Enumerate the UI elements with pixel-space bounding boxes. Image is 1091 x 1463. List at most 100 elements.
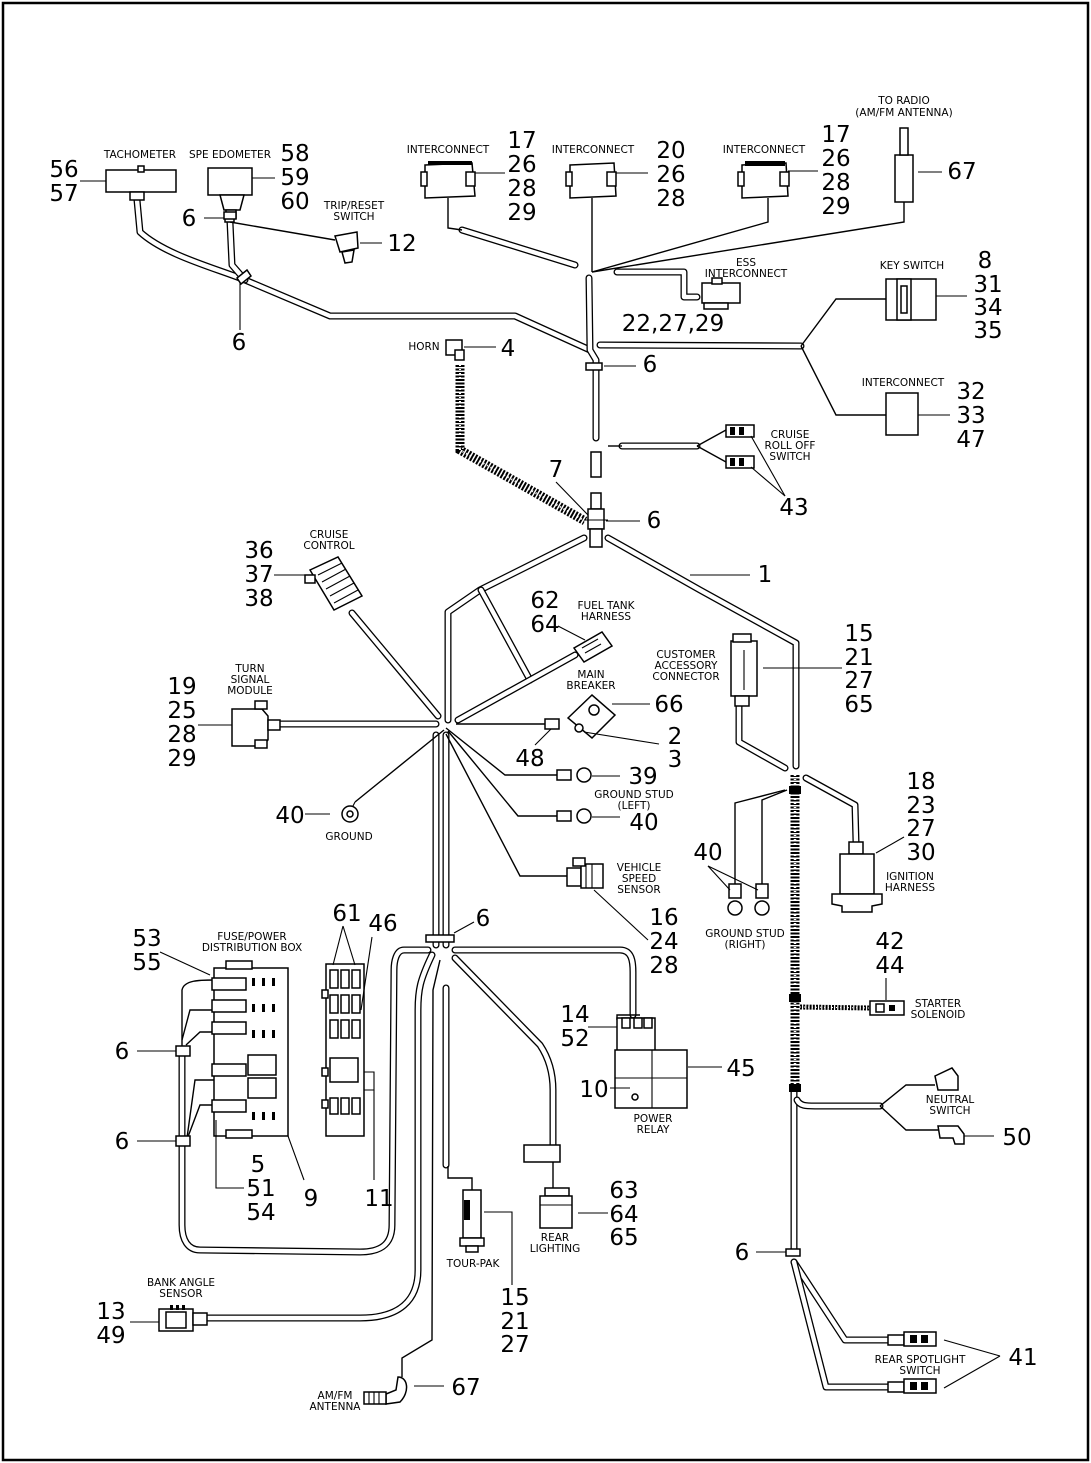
callout-fb-5: 5 <box>251 1152 266 1178</box>
ess-label-1: ESS <box>736 257 756 269</box>
callout-st-44: 44 <box>875 953 904 979</box>
callout-st-42: 42 <box>875 929 904 955</box>
ess-label-2: INTERCONNECT <box>705 268 788 280</box>
callout-6-horn: 6 <box>643 352 658 378</box>
leader-lines <box>80 170 1001 1389</box>
to-radio-label-1: TO RADIO <box>877 95 930 107</box>
cruise-control-label-2: CONTROL <box>303 540 354 552</box>
callout-67-top: 67 <box>947 159 976 185</box>
starter-label-1: STARTER <box>915 998 961 1010</box>
callout-66: 66 <box>654 692 683 718</box>
horn-loom <box>455 365 588 525</box>
callout-ts-19: 19 <box>167 674 196 700</box>
callout-numbers: 56 57 58 59 60 6 12 6 17 26 28 29 20 26 … <box>49 122 1037 1401</box>
callout-6-fusebox-2: 6 <box>115 1129 130 1155</box>
callout-cc-36: 36 <box>244 538 273 564</box>
callout-58: 58 <box>280 141 309 167</box>
callout-fb-53: 53 <box>132 926 161 952</box>
components <box>105 127 965 1405</box>
interconnect-2-connector <box>565 162 617 199</box>
fuel-tank-label-1: FUEL TANK <box>577 600 635 612</box>
callout-tp-15: 15 <box>500 1285 529 1311</box>
callout-6-center: 6 <box>647 508 662 534</box>
callout-12: 12 <box>387 231 416 257</box>
ignition-harness-connector <box>831 841 883 913</box>
harness-bundles <box>133 196 892 1391</box>
callout-56: 56 <box>49 157 78 183</box>
callout-rl-64: 64 <box>609 1202 638 1228</box>
callout-ca-27: 27 <box>844 668 873 694</box>
callout-tp-21: 21 <box>500 1309 529 1335</box>
ground-stud-right-label-2: (RIGHT) <box>724 939 765 951</box>
component-labels: TACHOMETER SPE EDOMETER TRIP/RESET SWITC… <box>103 95 974 1413</box>
starter-label-2: SOLENOID <box>911 1009 966 1021</box>
starter-solenoid-connector <box>869 1000 905 1016</box>
fuel-tank-label-2: HARNESS <box>581 611 632 623</box>
fuel-tank-connector <box>572 631 614 663</box>
ignition-label-1: IGNITION <box>886 871 934 883</box>
ground-stud-left-label-1: GROUND STUD <box>594 789 674 801</box>
callout-ba-49: 49 <box>96 1323 125 1349</box>
tachometer-connector <box>105 165 177 201</box>
tachometer-label: TACHOMETER <box>103 149 176 161</box>
turn-signal-label-3: MODULE <box>227 685 273 697</box>
callout-67-bottom: 67 <box>451 1375 480 1401</box>
interconnect-1-label: INTERCONNECT <box>407 144 490 156</box>
interconnect-4-label: INTERCONNECT <box>862 377 945 389</box>
callout-ic3-28: 28 <box>821 170 850 196</box>
callout-40-ground: 40 <box>275 803 304 829</box>
callout-tp-27: 27 <box>500 1332 529 1358</box>
interconnect-4-connector <box>885 392 919 436</box>
callout-ic2-20: 20 <box>656 138 685 164</box>
callout-39: 39 <box>628 764 657 790</box>
callout-ca-21: 21 <box>844 645 873 671</box>
power-relay <box>614 1017 688 1109</box>
callout-46: 46 <box>368 911 397 937</box>
ground-stud-right-label-1: GROUND STUD <box>705 928 785 940</box>
customer-accessory-label-1: CUSTOMER <box>656 649 715 661</box>
cruise-control-label-1: CRUISE <box>310 529 349 541</box>
tour-pak-connector <box>459 1189 485 1253</box>
rear-lighting-label-2: LIGHTING <box>530 1243 580 1255</box>
rear-spotlight-switch-connectors <box>887 1331 937 1394</box>
neutral-label-2: SWITCH <box>929 1105 970 1117</box>
callout-ig-23: 23 <box>906 793 935 819</box>
callout-ic4-47: 47 <box>956 427 985 453</box>
radio-antenna-connector <box>894 127 914 203</box>
callout-key-31: 31 <box>973 272 1002 298</box>
am-fm-antenna-connector <box>363 1376 408 1405</box>
trip-reset-label-1: TRIP/RESET <box>323 200 385 212</box>
callout-key-8: 8 <box>978 248 993 274</box>
rear-spotlight-label-1: REAR SPOTLIGHT <box>875 1354 966 1366</box>
power-relay-label-2: RELAY <box>637 1124 670 1136</box>
rear-lighting-connector <box>523 1144 573 1229</box>
callout-1: 1 <box>758 562 773 588</box>
callout-40-left: 40 <box>629 810 658 836</box>
callout-61: 61 <box>332 901 361 927</box>
ground-stud-left-terminals <box>556 767 592 824</box>
callout-6-right-low: 6 <box>735 1240 750 1266</box>
callout-ca-15: 15 <box>844 621 873 647</box>
callout-50: 50 <box>1002 1125 1031 1151</box>
cruise-rolloff-label-3: SWITCH <box>769 451 810 463</box>
ground-terminal <box>341 801 359 823</box>
ground-stud-right-terminals <box>727 883 770 916</box>
bank-angle-sensor <box>158 1305 208 1332</box>
callout-vss-28: 28 <box>649 953 678 979</box>
interconnect-2-label: INTERCONNECT <box>552 144 635 156</box>
callout-rl-65: 65 <box>609 1225 638 1251</box>
callout-ic4-33: 33 <box>956 403 985 429</box>
ground-stud-left-label-2: (LEFT) <box>618 800 651 812</box>
callout-ba-13: 13 <box>96 1299 125 1325</box>
trip-reset-label-2: SWITCH <box>333 211 374 223</box>
callout-cc-38: 38 <box>244 586 273 612</box>
callout-fb-51: 51 <box>246 1176 275 1202</box>
callout-ts-28: 28 <box>167 722 196 748</box>
horn-connector <box>445 339 465 361</box>
am-fm-label-1: AM/FM <box>318 1390 353 1402</box>
cruise-rolloff-switch-connectors <box>725 424 755 469</box>
fuse-relay-block <box>321 963 375 1137</box>
callout-key-35: 35 <box>973 318 1002 344</box>
power-relay-label-1: POWER <box>634 1113 673 1125</box>
